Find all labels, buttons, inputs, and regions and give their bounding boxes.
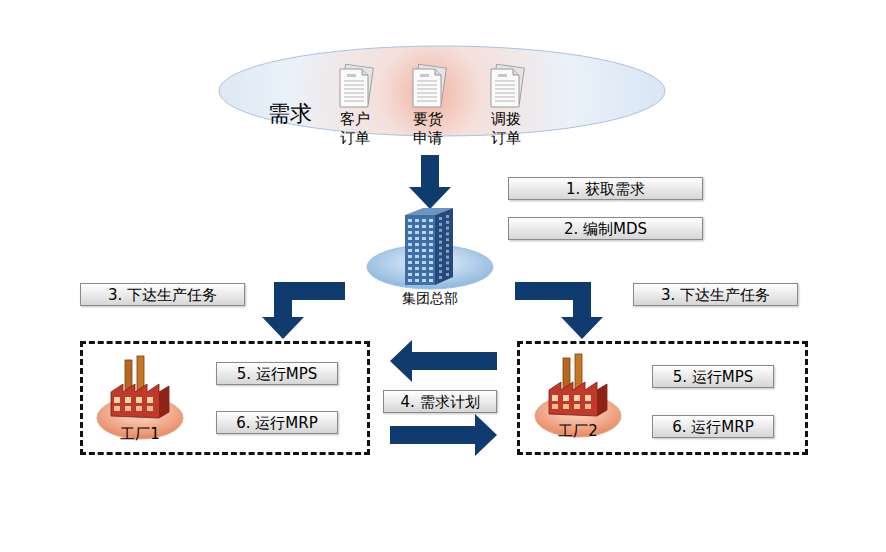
- document-icon: [483, 65, 529, 109]
- step-box: 2. 编制MDS: [508, 217, 703, 240]
- document-node: 要货 申请: [405, 65, 451, 149]
- node-label: 要货 申请: [408, 110, 448, 148]
- document-node: 客户 订单: [332, 65, 378, 149]
- step-box: 5. 运行MPS: [216, 362, 338, 385]
- step-box: 3. 下达生产任务: [80, 283, 245, 306]
- step-label: 4. 需求计划: [400, 393, 479, 411]
- node-label: 客户 订单: [335, 110, 375, 148]
- step-box: 4. 需求计划: [383, 390, 497, 413]
- node-label: 工厂1: [100, 425, 180, 444]
- step-label: 3. 下达生产任务: [661, 286, 770, 304]
- flow-arrow: [515, 291, 603, 339]
- arrow-shaft: [283, 291, 345, 318]
- arrow-head: [409, 187, 451, 209]
- step-label: 6. 运行MRP: [672, 418, 754, 436]
- step-box: 5. 运行MPS: [652, 365, 774, 388]
- step-label: 1. 获取需求: [566, 180, 645, 198]
- document-icon: [332, 65, 378, 109]
- arrow-shaft: [421, 155, 439, 188]
- arrow-shaft: [411, 352, 497, 370]
- step-label: 6. 运行MRP: [236, 414, 318, 432]
- arrow-head: [561, 317, 603, 339]
- headquarters-node: 集团总部: [365, 205, 495, 310]
- flow-arrow: [390, 340, 497, 382]
- step-label: 2. 编制MDS: [564, 220, 647, 238]
- factory-group: 工厂1 5. 运行MPS 6. 运行MRP: [80, 341, 370, 455]
- factory-node: 工厂1: [95, 352, 185, 447]
- step-box: 6. 运行MRP: [652, 415, 774, 438]
- flow-arrow: [262, 291, 345, 339]
- step-box: 6. 运行MRP: [216, 411, 338, 434]
- node-label: 集团总部: [365, 289, 495, 307]
- arrow-shaft: [390, 426, 476, 444]
- factory-node: 工厂2: [533, 350, 623, 445]
- arrow-head: [262, 317, 304, 339]
- factory-group: 工厂2 5. 运行MPS 6. 运行MRP: [517, 341, 808, 455]
- arrow-head: [475, 414, 497, 456]
- arrow-head: [390, 340, 412, 382]
- step-label: 3. 下达生产任务: [108, 286, 217, 304]
- demand-ellipse: 需求客户 订单要货 申请调拨 订单: [218, 45, 666, 137]
- step-box: 3. 下达生产任务: [633, 283, 798, 306]
- step-box: 1. 获取需求: [508, 177, 703, 200]
- document-node: 调拨 订单: [483, 65, 529, 149]
- node-label: 工厂2: [538, 422, 618, 441]
- step-label: 5. 运行MPS: [673, 368, 754, 386]
- arrow-shaft: [515, 291, 582, 318]
- node-label: 需求: [258, 101, 322, 127]
- step-label: 5. 运行MPS: [237, 365, 318, 383]
- document-icon: [405, 65, 451, 109]
- node-label: 调拨 订单: [486, 110, 526, 148]
- flow-arrow: [409, 155, 451, 209]
- flow-arrow: [390, 414, 497, 456]
